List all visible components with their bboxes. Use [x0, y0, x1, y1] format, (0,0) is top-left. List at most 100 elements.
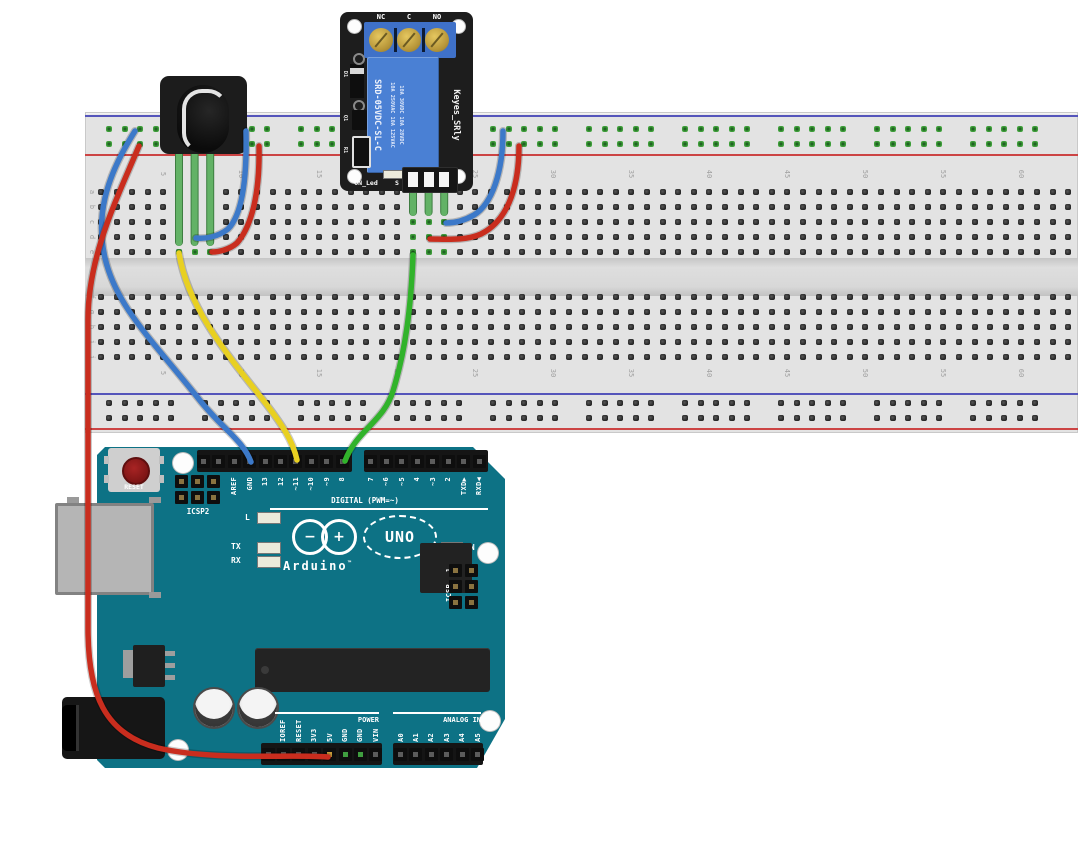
- breadboard-grid-label: 5: [159, 370, 168, 376]
- breadboard-hole: [659, 219, 666, 225]
- breadboard-hole: [815, 309, 822, 315]
- breadboard-hole: [706, 339, 713, 345]
- breadboard-hole: [675, 219, 682, 225]
- breadboard: 5510101515202025253030353540404545505055…: [85, 112, 1078, 433]
- breadboard-hole: [488, 204, 494, 210]
- breadboard-hole: [753, 189, 760, 195]
- breadboard-hole: [909, 324, 916, 330]
- breadboard-hole: [924, 234, 931, 240]
- breadboard-hole: [222, 354, 229, 360]
- breadboard-hole: [363, 234, 370, 240]
- breadboard-hole: [768, 249, 775, 255]
- breadboard-hole: [191, 324, 198, 330]
- breadboard-hole-connected: [176, 219, 182, 225]
- breadboard-hole: [410, 354, 416, 360]
- breadboard-hole: [106, 400, 112, 406]
- breadboard-hole: [971, 324, 978, 330]
- breadboard-hole-connected: [191, 219, 198, 225]
- breadboard-hole: [644, 204, 650, 210]
- header-pin: [335, 454, 349, 468]
- breadboard-hole: [722, 339, 728, 345]
- breadboard-hole: [503, 189, 510, 195]
- breadboard-grid-label: g: [88, 309, 96, 315]
- breadboard-hole-connected: [713, 141, 720, 147]
- breadboard-hole: [728, 415, 735, 421]
- breadboard-hole: [987, 324, 994, 330]
- breadboard-hole-connected: [778, 126, 784, 132]
- header-pin: [369, 747, 383, 761]
- breadboard-hole: [394, 400, 400, 406]
- breadboard-hole: [152, 415, 159, 421]
- breadboard-hole: [601, 400, 608, 406]
- breadboard-hole-connected: [329, 126, 336, 132]
- header-pin: [379, 454, 393, 468]
- header-pin: [243, 454, 257, 468]
- breadboard-hole: [503, 324, 510, 330]
- breadboard-hole-connected: [905, 141, 912, 147]
- breadboard-hole-connected: [410, 234, 416, 240]
- breadboard-hole: [472, 219, 479, 225]
- breadboard-hole-connected: [298, 126, 304, 132]
- breadboard-hole: [238, 309, 245, 315]
- breadboard-hole: [394, 324, 401, 330]
- breadboard-hole: [534, 234, 541, 240]
- breadboard-grid-label: f: [88, 294, 96, 300]
- breadboard-hole: [800, 249, 806, 255]
- breadboard-hole: [909, 204, 916, 210]
- breadboard-hole: [566, 204, 572, 210]
- breadboard-hole: [207, 189, 214, 195]
- breadboard-hole: [503, 219, 510, 225]
- breadboard-grid-label: h: [88, 324, 96, 330]
- breadboard-hole: [597, 294, 604, 300]
- breadboard-hole: [659, 234, 666, 240]
- breadboard-hole: [784, 234, 791, 240]
- breadboard-hole: [675, 309, 682, 315]
- breadboard-hole: [1018, 234, 1025, 240]
- pin-label: A4: [458, 732, 467, 742]
- breadboard-hole: [722, 234, 728, 240]
- breadboard-grid-label: e: [88, 249, 96, 255]
- breadboard-hole: [659, 339, 666, 345]
- breadboard-hole: [831, 204, 838, 210]
- breadboard-hole: [893, 219, 900, 225]
- breadboard-hole: [129, 234, 136, 240]
- breadboard-hole-connected: [207, 219, 214, 225]
- breadboard-hole: [347, 309, 354, 315]
- breadboard-hole: [488, 219, 494, 225]
- breadboard-hole: [160, 309, 167, 315]
- breadboard-hole-connected: [313, 141, 320, 147]
- breadboard-hole: [285, 219, 292, 225]
- breadboard-hole-connected: [248, 141, 255, 147]
- breadboard-hole-connected: [425, 219, 432, 225]
- breadboard-hole: [753, 294, 760, 300]
- breadboard-hole: [566, 309, 572, 315]
- breadboard-hole: [659, 189, 666, 195]
- breadboard-hole-connected: [410, 219, 416, 225]
- breadboard-hole: [1002, 294, 1009, 300]
- breadboard-hole: [648, 415, 655, 421]
- breadboard-hole: [410, 294, 416, 300]
- header-pin: [258, 454, 272, 468]
- breadboard-hole: [378, 234, 385, 240]
- breadboard-hole: [300, 339, 307, 345]
- breadboard-hole: [940, 249, 947, 255]
- breadboard-hole: [113, 339, 120, 345]
- breadboard-hole: [332, 309, 338, 315]
- header-pin: [190, 474, 204, 488]
- header-pin: [353, 747, 367, 761]
- breadboard-hole-connected: [505, 126, 512, 132]
- breadboard-hole: [440, 400, 447, 406]
- breadboard-hole-connected: [632, 141, 639, 147]
- breadboard-hole: [862, 234, 869, 240]
- breadboard-hole: [862, 309, 869, 315]
- reset-button: [122, 457, 150, 485]
- breadboard-hole: [550, 354, 557, 360]
- breadboard-hole: [378, 219, 385, 225]
- breadboard-hole: [956, 309, 962, 315]
- breadboard-hole: [217, 400, 224, 406]
- breadboard-hole: [924, 219, 931, 225]
- breadboard-hole: [1049, 324, 1056, 330]
- breadboard-hole-connected: [441, 234, 448, 240]
- header-pin: [212, 454, 226, 468]
- breadboard-hole: [737, 249, 744, 255]
